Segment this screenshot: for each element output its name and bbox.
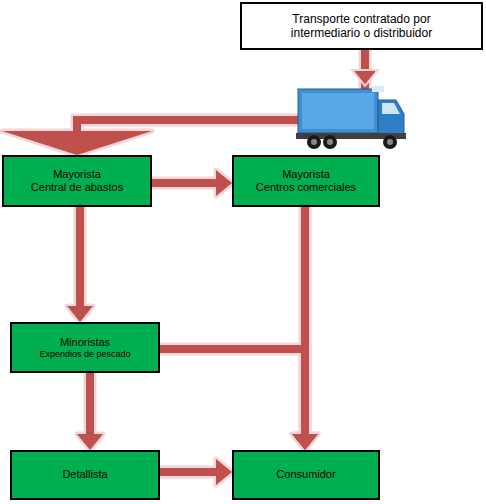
connector-outline-head: [216, 170, 232, 196]
flow-arrow-head: [67, 306, 93, 322]
connector-outline-shaft: [77, 50, 365, 131]
connector-outline: [152, 170, 232, 196]
truck: [296, 86, 406, 149]
node-text: Minoristas: [60, 336, 110, 349]
connector-outline-head: [216, 459, 232, 485]
node-text: Consumidor: [276, 468, 335, 481]
connector-outline: [77, 373, 103, 450]
flow-arrow: [160, 459, 232, 485]
connector-outline-shaft: [152, 177, 216, 190]
wholesaler-box: MayoristaCentros comerciales: [232, 155, 380, 207]
flow-arrow: [77, 373, 103, 450]
flow-arrow-head: [292, 434, 318, 450]
node-text: Centros comerciales: [256, 181, 356, 194]
transport-box: Transporte contratado por intermediario …: [240, 2, 483, 50]
connector-outline-shaft: [74, 207, 87, 306]
flow-arrow-head: [77, 434, 103, 450]
connector-outline-head: [77, 434, 103, 450]
node-text: Mayorista: [282, 168, 330, 181]
consumer-box: Consumidor: [232, 450, 380, 500]
flow-arrow: [2, 50, 365, 155]
connector-outline: [160, 349, 318, 450]
flow-arrow-shaft: [160, 349, 305, 434]
connector-outline-head: [2, 131, 152, 155]
flow-arrow-shaft: [86, 373, 94, 434]
node-text: Detallista: [62, 468, 107, 481]
flow-arrow-head: [292, 434, 318, 450]
connector-outline-shaft: [160, 466, 216, 479]
flow-arrow-shaft: [76, 207, 84, 306]
flow-arrow: [160, 349, 318, 450]
wholesaler-box: MayoristaCentral de abastos: [2, 155, 152, 207]
connector-outline: [160, 459, 232, 485]
connector-outline-shaft: [160, 349, 305, 434]
node-text: Expendios de pescado: [39, 349, 130, 360]
flow-arrow: [67, 207, 93, 322]
connector-outline-head: [292, 434, 318, 450]
detail-box: Detallista: [10, 450, 160, 500]
node-text: Central de abastos: [31, 181, 123, 194]
arrow-head-decoration: [352, 70, 378, 86]
flow-arrow-head: [216, 459, 232, 485]
flow-arrow-shaft: [152, 179, 216, 187]
flow-arrow-shaft: [77, 50, 365, 131]
flow-arrow-head: [2, 131, 152, 155]
flow-arrow-head: [216, 170, 232, 196]
node-text: Transporte contratado por intermediario …: [269, 12, 454, 41]
connector-outline-head: [67, 306, 93, 322]
connector-outline-head: [292, 434, 318, 450]
node-text: Mayorista: [53, 168, 101, 181]
retailer-box: MinoristasExpendios de pescado: [10, 322, 160, 373]
connector-outline-shaft: [84, 373, 97, 434]
flow-arrow-shaft: [160, 468, 216, 476]
flow-arrow: [152, 170, 232, 196]
connector-outline: [67, 207, 93, 322]
connector-outline: [2, 50, 365, 155]
